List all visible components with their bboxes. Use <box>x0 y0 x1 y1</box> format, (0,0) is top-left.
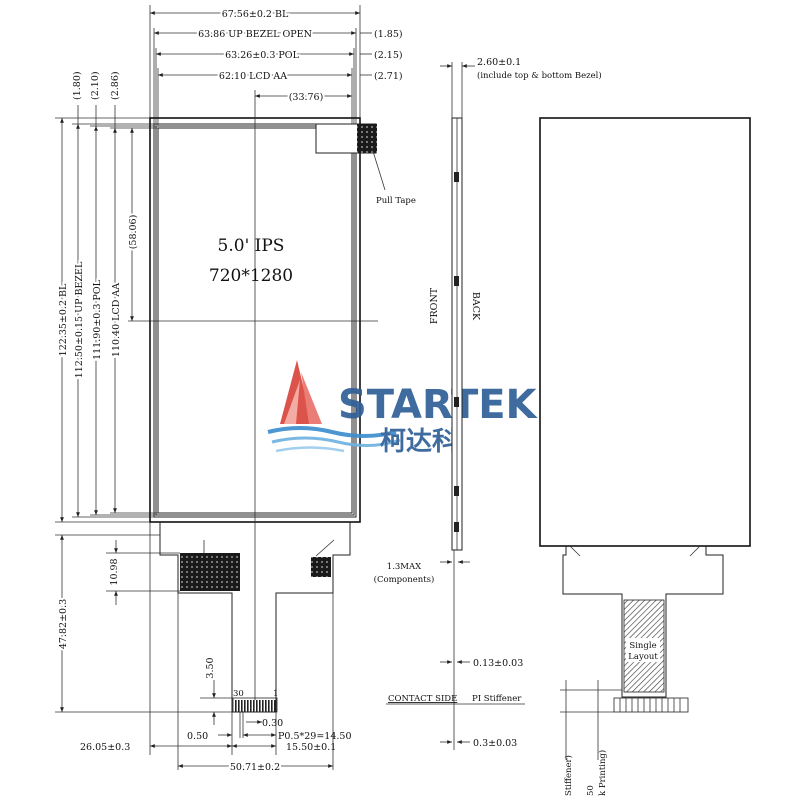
resolution-text: 720*1280 <box>209 266 293 286</box>
panel-outline <box>149 90 361 700</box>
back-view <box>539 117 751 760</box>
dim-edge: 0.50 <box>187 731 208 742</box>
dim-fpc-width-bg: 50.71±0.2 <box>230 762 280 773</box>
ref-2-71: (2.71) <box>374 71 403 82</box>
ref-1-85: (1.85) <box>374 29 403 40</box>
pin-1-label: 1 <box>273 689 278 699</box>
pull-tape-label: Pull Tape <box>376 196 416 206</box>
pi-stiffener-label: PI Stiffener <box>472 694 522 704</box>
dim-pitch: P0.5*29=14.50 <box>278 731 352 742</box>
dim-pol-height-bg: 111.90±0.3 POL <box>92 279 103 360</box>
dim-bl-width-bg: 67.56±0.2 BL <box>222 9 289 20</box>
front-view: 67.56±0.2 BL 67.56±0.2 BL 63.86 UP BEZEL… <box>55 5 416 775</box>
dim-pol-height: 111.90±0.3 POL <box>92 279 103 360</box>
brand-name: STARTEK <box>338 382 539 428</box>
dim-bl-height: 122.35±0.2 BL <box>58 283 69 356</box>
ref-top-2-86: (2.86) <box>110 71 121 100</box>
side-thickness-note: (include top & bottom Bezel) <box>477 70 602 81</box>
front-label: FRONT <box>429 287 440 324</box>
fpc-thickness: 0.13±0.03 <box>473 658 523 669</box>
brand-chinese: 柯达科 <box>380 427 458 457</box>
back-pins <box>619 698 681 712</box>
dim-ic-height: 10.98 <box>109 558 120 585</box>
dim-finger-length: 3.50 <box>205 657 216 678</box>
left-dimension-lines <box>55 105 378 523</box>
single-layout-2: Layout <box>628 652 658 662</box>
dim-lcd-aa-height-bg: 110.40 LCD AA <box>111 283 122 357</box>
stiffener-label: Stiffener) <box>563 755 574 796</box>
ref-top-2-10: (2.10) <box>90 71 101 100</box>
small-component <box>311 557 331 577</box>
value-50: 50 <box>586 785 596 796</box>
dim-bezel-height: 112.50±0.15 UP BEZEL <box>74 261 85 378</box>
components-max: 1.3MAX <box>387 562 422 572</box>
dim-pin-width: 0.30 <box>262 718 283 729</box>
dim-pol-width-bg: 63.26±0.3 POL <box>225 50 299 61</box>
contact-side-label: CONTACT SIDE <box>388 694 457 704</box>
single-layout-1: Single <box>629 641 656 651</box>
screen-size-text: 5.0' IPS <box>218 236 285 256</box>
dim-center-height: (58.06) <box>128 215 139 250</box>
dim-bl-width: 67.56±0.2 BL <box>222 9 289 20</box>
dim-bl-height-bg: 122.35±0.2 BL <box>58 283 69 356</box>
sail-logo-icon <box>267 360 401 453</box>
startek-watermark: STARTEK 柯达科 <box>267 360 539 457</box>
printing-label: k Printing) <box>597 750 608 796</box>
side-thickness: 2.60±0.1 <box>477 57 521 68</box>
dim-fpc-length: 47.82±0.3 <box>58 599 69 649</box>
dim-lcd-aa-width: 62.10 LCD AA <box>219 71 287 82</box>
dim-bezel-open-bg: 63.86 UP BEZEL OPEN <box>198 29 312 40</box>
top-dimension-lines <box>149 5 372 125</box>
dim-left-offset: 26.05±0.3 <box>80 742 130 753</box>
side-view <box>386 62 525 750</box>
dim-fpc-width: 50.71±0.2 <box>230 762 280 773</box>
bottom-dimension-lines <box>55 522 334 770</box>
dim-center-height-bg: (58.06) <box>128 215 139 250</box>
dim-bezel-height-bg: 112.50±0.15 UP BEZEL <box>74 261 85 378</box>
stiffener-thickness: 0.3±0.03 <box>473 738 517 749</box>
dim-bezel-open: 63.86 UP BEZEL OPEN <box>198 29 312 40</box>
driver-ic <box>180 553 240 591</box>
ref-top-1-80: (1.80) <box>72 71 83 100</box>
dim-lcd-aa-width-bg: 62.10 LCD AA <box>219 71 287 82</box>
dim-center-offset: (33.76) <box>289 92 324 103</box>
back-label: BACK <box>470 292 481 321</box>
ref-2-15: (2.15) <box>374 50 403 61</box>
dim-lcd-aa-height: 110.40 LCD AA <box>111 283 122 357</box>
pull-tape <box>315 123 386 191</box>
dim-connector: 15.50±0.1 <box>286 742 336 753</box>
pin-30-label: 30 <box>233 689 244 699</box>
dim-pol-width: 63.26±0.3 POL <box>225 50 299 61</box>
dim-fpc-length-bg: 47.82±0.3 <box>58 599 69 649</box>
components-label: (Components) <box>374 574 435 585</box>
dim-center-offset-bg: (33.76) <box>289 92 324 103</box>
gold-fingers <box>232 697 278 713</box>
